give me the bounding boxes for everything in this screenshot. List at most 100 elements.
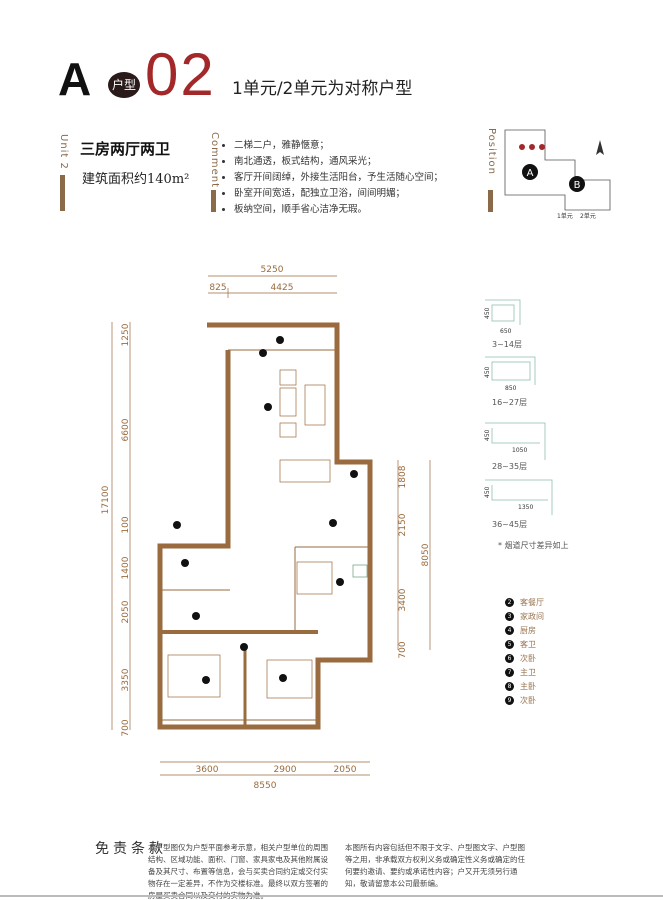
legend-item: 4 厨房 xyxy=(505,624,544,638)
bed-third xyxy=(296,561,333,595)
legend-number: 5 xyxy=(505,640,514,649)
dimension-lines xyxy=(111,275,431,776)
flue-floors: 36~45层 xyxy=(492,520,527,529)
unit-bar xyxy=(60,175,65,211)
dim-right: 3400 xyxy=(398,588,408,611)
subtitle: 1单元/2单元为对称户型 xyxy=(232,79,413,99)
dim-left-total: 17100 xyxy=(101,485,111,514)
legend-label: 家政间 xyxy=(520,612,544,621)
comment-item: 板纳空间，顺手省心洁净无瑕。 xyxy=(234,202,443,218)
flue-depth: 450 xyxy=(484,486,491,498)
legend-item: 9 次卧 xyxy=(505,694,544,708)
dim-top-total: 5250 xyxy=(261,265,284,275)
legend-number: 4 xyxy=(505,626,514,635)
dim-left: 2050 xyxy=(121,600,131,623)
unit-vertical-label: Unit 2 xyxy=(58,134,69,170)
seal-logo: 户型 xyxy=(108,72,140,98)
dim-left: 3350 xyxy=(121,668,131,691)
comment-item: 二梯二户，雅静惬意； xyxy=(234,138,443,154)
legend-number: 2 xyxy=(505,598,514,607)
marker-b xyxy=(569,176,585,192)
disclaimer-right: 本图所有内容包括但不限于文字、户型图文字、户型图等之用，非承载双方权利义务或确定… xyxy=(345,843,525,888)
site-key-map: A B 1单元 2单元 xyxy=(504,129,611,220)
legend-number: 6 xyxy=(505,654,514,663)
unit-2-label: 2单元 xyxy=(580,212,596,220)
flue xyxy=(352,564,368,578)
disclaimer-title: 免责条款 xyxy=(95,841,167,857)
legend-number: 8 xyxy=(505,682,514,691)
disclaimer-left: 本户型图仅为户型平面参考示意，相关户型单位的周围结构、区域功能、面积、门窗、家具… xyxy=(148,843,328,900)
flue-width: 1350 xyxy=(518,504,533,511)
legend-item: 6 次卧 xyxy=(505,652,544,666)
marker-a-label: A xyxy=(527,168,534,179)
dim-left: 700 xyxy=(121,719,131,736)
legend-number: 9 xyxy=(505,696,514,705)
dim-right: 1808 xyxy=(398,465,408,488)
legend-item: 3 家政间 xyxy=(505,610,544,624)
legend-label: 次卧 xyxy=(520,696,536,705)
logo-letter: A xyxy=(58,53,92,105)
coffee-table xyxy=(279,387,297,417)
flue-width: 850 xyxy=(505,385,517,392)
marker-b-label: B xyxy=(574,180,581,191)
dim-left: 1400 xyxy=(121,556,131,579)
dim-bottom: 2050 xyxy=(334,765,357,775)
legend-label: 主卫 xyxy=(520,668,536,677)
comment-item: 客厅开间阔绰，外接生活阳台，予生活随心空间； xyxy=(234,170,443,186)
armchair xyxy=(279,369,297,386)
unit-title: 三房两厅两卫 xyxy=(80,140,171,158)
flue-depth: 450 xyxy=(484,429,491,441)
comment-item: 卧室开间宽适，配独立卫浴，间间明媚； xyxy=(234,186,443,202)
flue-width: 1050 xyxy=(512,447,527,454)
legend-label: 主卧 xyxy=(520,682,536,691)
dim-bottom: 3600 xyxy=(196,765,219,775)
north-arrow-icon xyxy=(596,140,604,155)
flue-width: 650 xyxy=(500,328,512,335)
footer-divider xyxy=(0,895,663,897)
floor-plan: 5250 825 4425 17100 1250 6600 100 1400 2… xyxy=(101,265,431,791)
flue-diagrams: 650 850 1050 1350 450 450 450 450 3~14层 … xyxy=(484,299,553,529)
flue-depth: 450 xyxy=(484,307,491,319)
legend-item: 5 客卫 xyxy=(505,638,544,652)
bed-second xyxy=(266,659,313,699)
flue-note: * 烟道尺寸差异如上 xyxy=(498,541,569,550)
dim-right-total: 8050 xyxy=(421,543,431,566)
bed-master xyxy=(167,654,221,698)
legend-label: 客餐厅 xyxy=(520,598,544,607)
position-bar xyxy=(488,190,493,212)
legend-number: 3 xyxy=(505,612,514,621)
flue-floors: 3~14层 xyxy=(492,340,522,349)
unit-1-label: 1单元 xyxy=(557,212,573,220)
walls xyxy=(157,322,373,730)
unit-area: 建筑面积约140m² xyxy=(82,172,190,187)
armchair xyxy=(279,422,297,438)
marker-a xyxy=(522,164,538,180)
flue-depth: 450 xyxy=(484,366,491,378)
sofa xyxy=(304,384,326,426)
dim-bottom-total: 8550 xyxy=(254,781,277,791)
dining-table xyxy=(279,459,331,483)
flue-floors: 28~35层 xyxy=(492,462,527,471)
dim-left: 6600 xyxy=(121,418,131,441)
dim-right: 2150 xyxy=(398,513,408,536)
legend-item: 2 客餐厅 xyxy=(505,596,544,610)
position-vertical-label: Position xyxy=(486,128,497,175)
comment-item: 南北通透，板式结构，通风采光； xyxy=(234,154,443,170)
legend-item: 8 主卧 xyxy=(505,680,544,694)
comment-list: 二梯二户，雅静惬意； 南北通透，板式结构，通风采光； 客厅开间阔绰，外接生活阳台… xyxy=(222,138,443,218)
dim-top-1: 825 xyxy=(209,283,226,293)
unit-number: 02 xyxy=(145,41,216,108)
flue-floors: 16~27层 xyxy=(492,398,527,407)
dim-left: 100 xyxy=(121,516,131,533)
dim-bottom: 2900 xyxy=(274,765,297,775)
legend-label: 次卧 xyxy=(520,654,536,663)
comment-bar xyxy=(211,190,216,212)
dim-right: 700 xyxy=(398,641,408,658)
dim-top-2: 4425 xyxy=(271,283,294,293)
legend-label: 厨房 xyxy=(520,626,536,635)
legend-label: 客卫 xyxy=(520,640,536,649)
comment-vertical-label: Comment xyxy=(209,132,220,188)
